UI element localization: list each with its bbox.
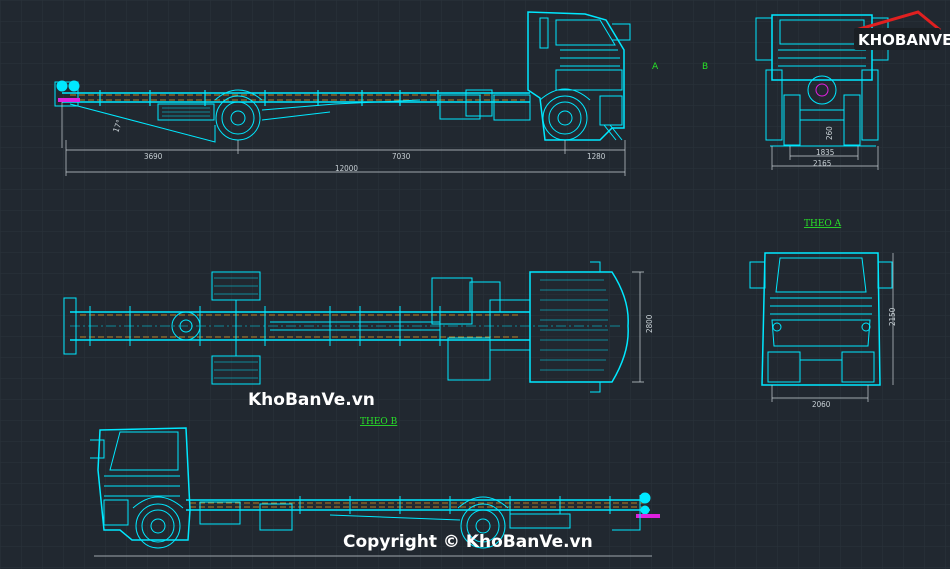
label-theo-b: THEO B xyxy=(360,417,398,427)
front-view xyxy=(755,14,889,147)
dim-wheelbase: 7030 xyxy=(392,152,411,161)
plan-view xyxy=(63,261,629,393)
dim-rear-width: 2060 xyxy=(812,400,831,409)
plan-view-dimensions xyxy=(632,271,644,383)
dim-rear-height: 2150 xyxy=(888,307,897,326)
section-mark-b: B xyxy=(702,62,708,72)
watermark-site: KhoBanVe.vn xyxy=(248,390,375,410)
dim-angle: 17° xyxy=(111,119,124,134)
logo-text: KHOBANVE xyxy=(858,31,950,49)
section-mark-a: A xyxy=(652,62,659,72)
dim-front-overhang: 1280 xyxy=(587,152,606,161)
dim-overall-length: 12000 xyxy=(335,164,358,173)
dim-cab-width: 2800 xyxy=(645,314,654,333)
dim-front-track: 1835 xyxy=(816,148,834,157)
watermark-copyright: Copyright © KhoBanVe.vn xyxy=(343,532,593,552)
side-view-bottom xyxy=(90,427,660,549)
rear-view xyxy=(749,252,893,386)
dim-ground-clearance: 260 xyxy=(825,126,834,140)
dim-rear-overhang: 3690 xyxy=(144,152,163,161)
rear-view-dimensions xyxy=(771,253,894,402)
dim-front-width: 2165 xyxy=(813,159,831,168)
khobanve-logo: KHOBANVE xyxy=(854,10,950,50)
label-theo-a: THEO A xyxy=(804,219,842,229)
front-view-dimensions xyxy=(771,146,879,170)
side-view-top-dimensions xyxy=(61,102,626,176)
